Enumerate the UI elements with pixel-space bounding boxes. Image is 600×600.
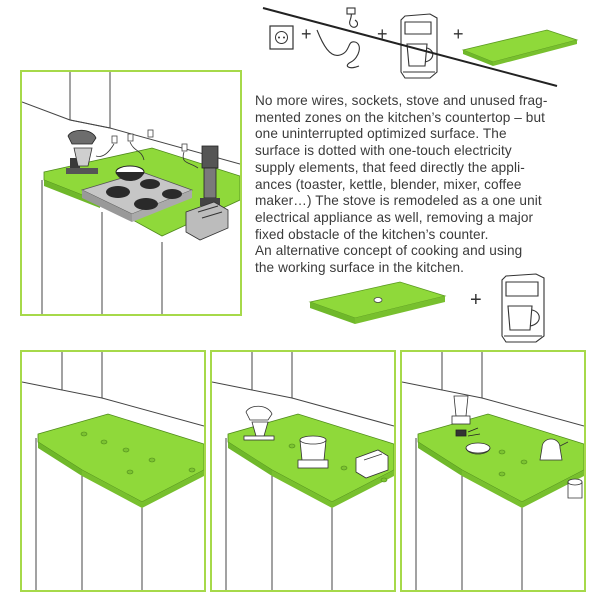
wall-socket-icon <box>269 25 294 50</box>
strike-through-line <box>262 7 558 87</box>
new-concept-equation: + <box>308 273 545 343</box>
blender-icon <box>200 145 220 206</box>
concept-description: No more wires, sockets, stove and unused… <box>255 93 548 276</box>
bowl-icon <box>115 165 145 181</box>
crossed-out-equation: + + + <box>262 7 579 87</box>
stand-mixer-icon <box>66 129 98 174</box>
appliances-countertop-panel <box>210 350 396 592</box>
stand-mixer-icon <box>243 405 275 441</box>
plus-sign-3: + <box>453 24 464 44</box>
countertop-icon <box>461 29 579 66</box>
food-processor-icon <box>567 478 583 499</box>
plus-sign-1: + <box>301 24 312 44</box>
kettle-icon <box>539 438 569 461</box>
power-cord-icon <box>316 7 360 69</box>
toaster-icon <box>355 449 389 479</box>
cooking-countertop-drawing <box>402 352 584 590</box>
food-processor-icon <box>297 435 329 469</box>
blender-icon <box>451 395 471 425</box>
toaster-icon <box>185 201 229 241</box>
cooking-tools-icon <box>455 427 481 437</box>
coffee-maker-icon <box>400 13 438 79</box>
contact-point-icon <box>80 431 196 475</box>
cooking-pot-icon <box>465 442 491 455</box>
empty-countertop-drawing <box>22 352 204 590</box>
coffee-maker-icon <box>501 273 545 343</box>
appliances-countertop-drawing <box>212 352 394 590</box>
current-kitchen-frame <box>20 70 242 316</box>
stove-hob <box>80 171 194 222</box>
cooking-countertop-panel <box>400 350 586 592</box>
countertop-with-contact-icon <box>308 281 447 324</box>
empty-countertop-panel <box>20 350 206 592</box>
plus-sign-2: + <box>377 24 388 44</box>
current-kitchen-drawing <box>22 72 240 314</box>
plus-sign-bottom: + <box>470 289 482 311</box>
